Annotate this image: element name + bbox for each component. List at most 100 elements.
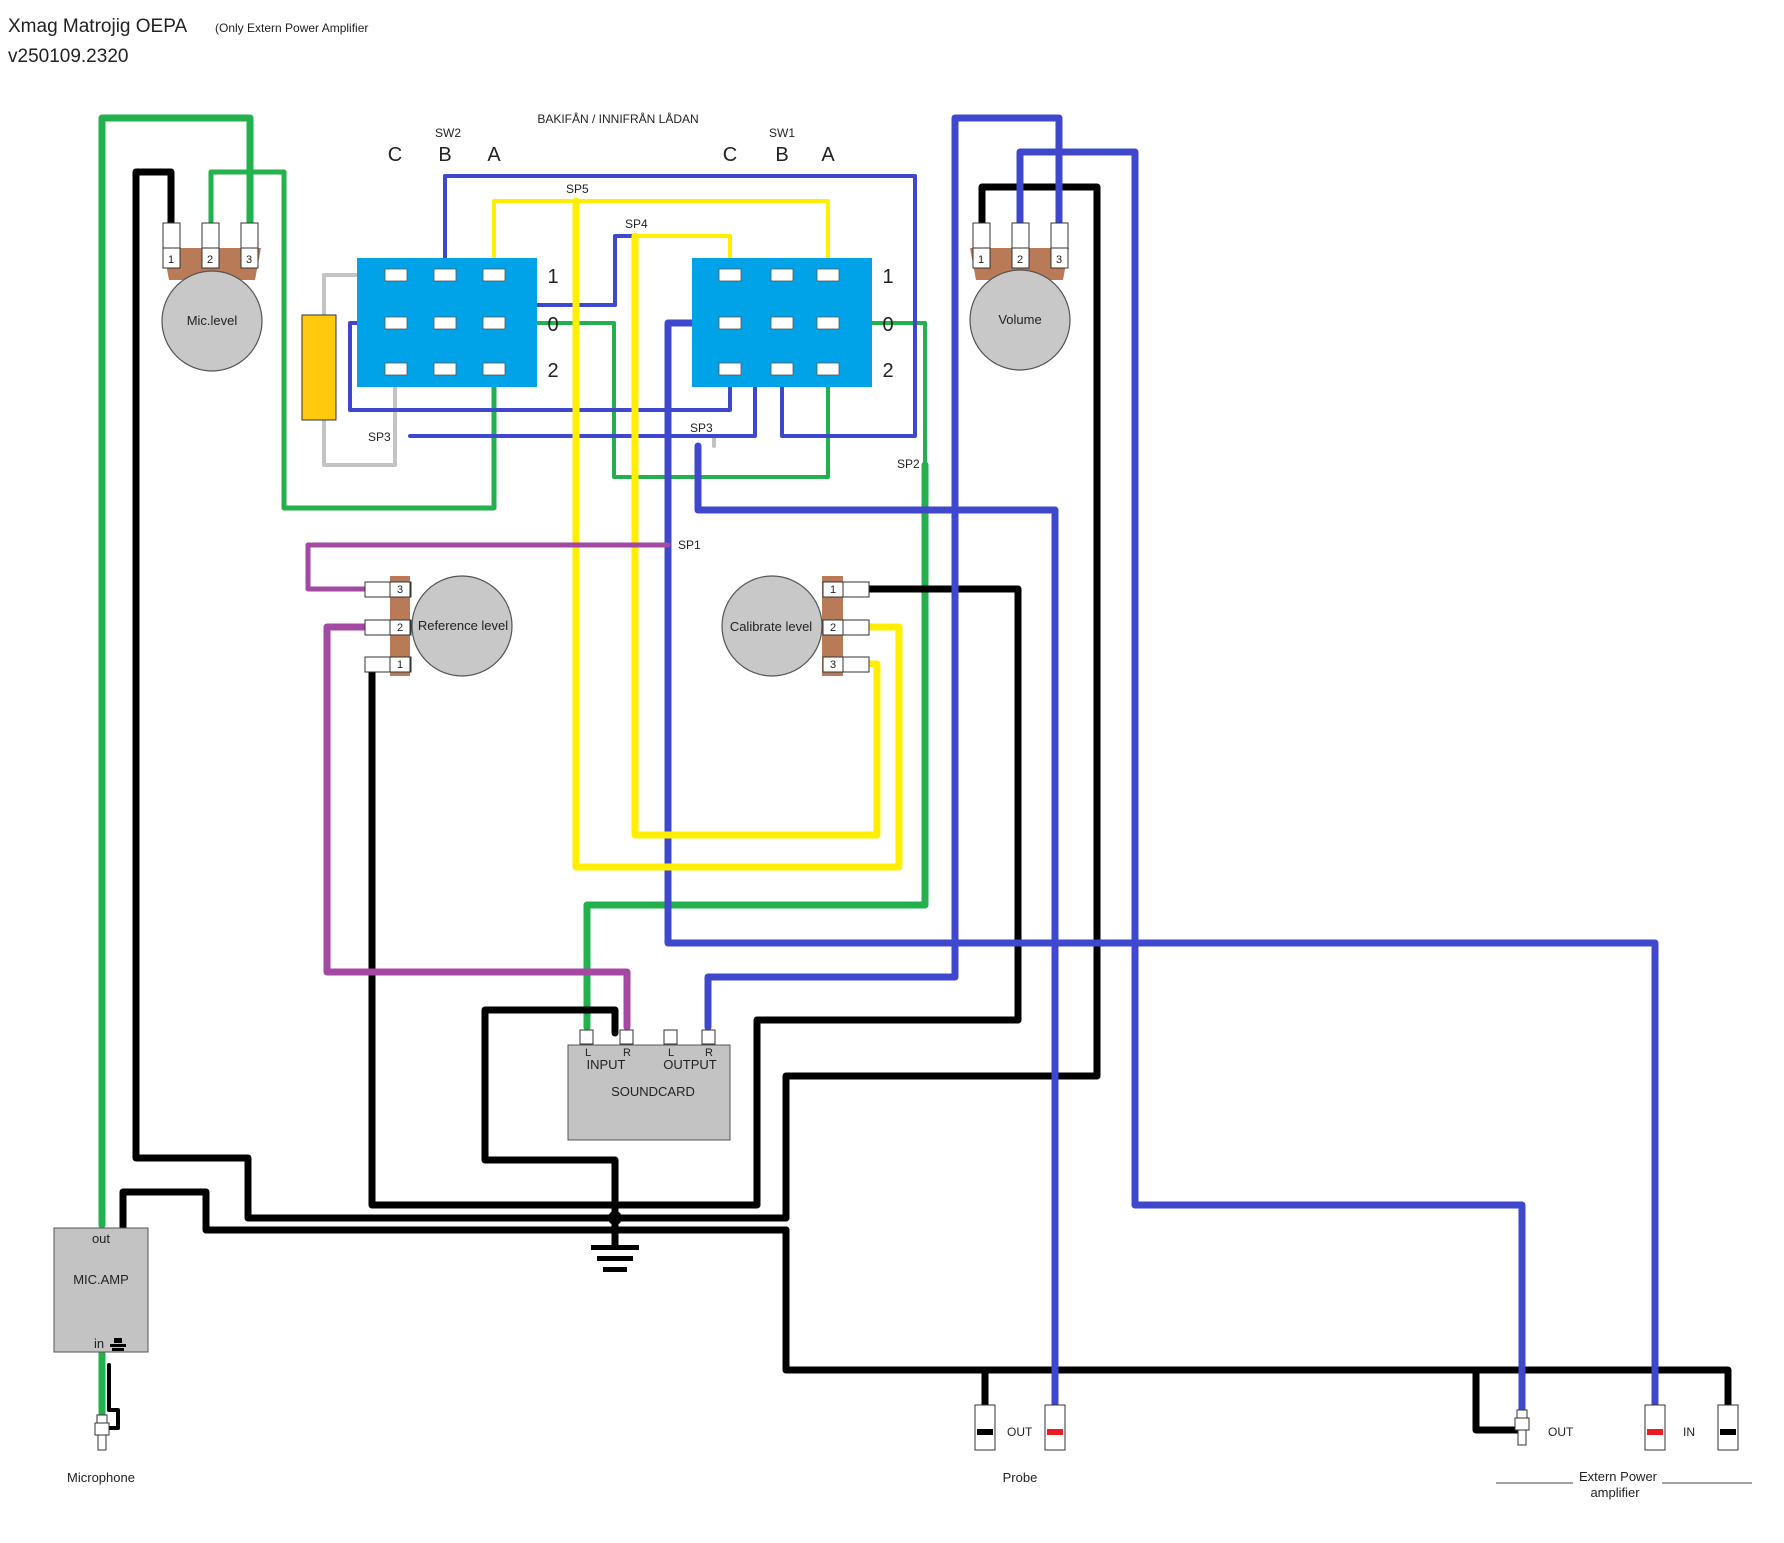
blue-wire-sw1-c0-sp1: [664, 319, 1659, 1414]
splice-sp3-right: SP3: [690, 421, 713, 435]
panel-caption: BAKIFÅN / INNIFRÅN LÅDAN: [537, 111, 698, 126]
svg-text:3: 3: [1056, 254, 1062, 266]
svg-text:1: 1: [830, 584, 836, 596]
sw1-pos-0: 0: [882, 314, 893, 336]
soundcard-body: [567, 1044, 731, 1141]
green-wire-sp2-input: [583, 461, 929, 1031]
svg-text:1: 1: [168, 254, 174, 266]
diagram-subtitle: (Only Extern Power Amplifier: [215, 21, 368, 35]
svg-text:2: 2: [397, 622, 403, 634]
svg-text:L: L: [668, 1047, 674, 1059]
pot-volume-label: Volume: [998, 312, 1041, 327]
mic-amp-name: MIC.AMP: [73, 1272, 129, 1287]
amp-in-label: IN: [1683, 1425, 1695, 1439]
svg-text:L: L: [585, 1047, 591, 1059]
sw2-pos-1: 1: [547, 266, 558, 288]
soundcard-name: SOUNDCARD: [611, 1084, 695, 1099]
blue-wire-volume-3: [704, 114, 1063, 1031]
black-wire-reference-gnd: [368, 660, 619, 1209]
amp-out-label: OUT: [1548, 1425, 1574, 1439]
pot-reference-level-label: Reference level: [418, 618, 508, 633]
pot-calibrate-level: 1 2 3 Calibrate level: [721, 575, 870, 677]
probe-out-label: OUT: [1007, 1425, 1033, 1439]
black-wire-connector-gnd: [782, 1226, 1732, 1409]
purple-wire-sp1-reference: [305, 542, 671, 592]
pot-mic-level-label: Mic.level: [187, 313, 238, 328]
sw1-pos-2: 2: [882, 360, 893, 382]
black-wire-micamp-gnd: [119, 1188, 790, 1234]
svg-text:2: 2: [1017, 254, 1023, 266]
capacitor: [301, 314, 337, 421]
pot-reference-level-knob: [411, 575, 513, 677]
splice-sp2: SP2: [897, 457, 920, 471]
sw2-pole-c: C: [388, 144, 402, 166]
pot-mic-level: 1 2 3 Mic.level: [161, 222, 263, 372]
amp-out-jack-icon: [1514, 1409, 1530, 1446]
pot-reference-level: 3 2 1 Reference level: [364, 575, 513, 677]
svg-text:2: 2: [207, 254, 213, 266]
pot-calibrate-level-knob: [721, 575, 823, 677]
splice-points: SP5 SP4 SP3 SP3 SP2 SP1: [368, 182, 920, 552]
svg-text:2: 2: [830, 622, 836, 634]
sw1-pole-a: A: [821, 144, 835, 166]
diagram-title: Xmag Matrojig OEPA: [8, 16, 187, 37]
switch-sw2: C B A 1 0 2: [357, 144, 559, 387]
probe-black-plug: [974, 1404, 996, 1451]
sw1-pos-1: 1: [882, 266, 893, 288]
soundcard-input-label: INPUT: [587, 1057, 626, 1072]
mic-amp-in-label: in: [94, 1336, 104, 1351]
yellow-wire-sp5-calibrate: [572, 197, 903, 871]
sw2-label: SW2: [435, 126, 461, 140]
amp-in-black-plug: [1717, 1404, 1739, 1451]
diagram-version: v250109.2320: [8, 46, 128, 67]
probe-connector: OUT: [974, 1404, 1066, 1451]
splice-sp4: SP4: [625, 217, 648, 231]
mic-amp: out MIC.AMP in: [53, 1227, 149, 1353]
pot-volume: 1 2 3 Volume: [969, 222, 1071, 371]
svg-text:3: 3: [246, 254, 252, 266]
ground-icon: [591, 1205, 639, 1272]
black-wire-soundcard-gnd: [481, 1006, 619, 1222]
wires: [98, 114, 1732, 1434]
gray-wire-capacitor-bottom: [322, 368, 397, 467]
svg-text:3: 3: [830, 659, 836, 671]
blue-wire-sw-common: [443, 174, 917, 438]
sw2-pole-a: A: [487, 144, 501, 166]
amp-in-red-plug: [1644, 1404, 1666, 1451]
pot-calibrate-level-label: Calibrate level: [730, 619, 812, 634]
black-wire-calibrate-gnd: [611, 585, 1022, 1209]
amp-in-connector: IN: [1644, 1404, 1739, 1451]
yellow-wire-sw2-a1: [492, 199, 578, 277]
sw2-pos-2: 2: [547, 360, 558, 382]
amp-label-line1: Extern Power: [1579, 1469, 1658, 1484]
green-wire-mic-out: [98, 114, 254, 1229]
svg-text:R: R: [705, 1047, 713, 1059]
sw1-pole-c: C: [723, 144, 737, 166]
mic-amp-out-label: out: [92, 1231, 110, 1246]
svg-text:1: 1: [978, 254, 984, 266]
soundcard: L R L R INPUT OUTPUT SOUNDCARD: [567, 1029, 731, 1141]
mic-amp-body: [53, 1227, 149, 1353]
black-wire-micamp-jack: [102, 1363, 120, 1430]
purple-wire-reference-input: [323, 623, 631, 1031]
svg-text:1: 1: [397, 659, 403, 671]
sw2-pos-0: 0: [547, 314, 558, 336]
pot-mic-level-knob: [161, 270, 263, 372]
sw2-pole-b: B: [438, 144, 451, 166]
probe-label: Probe: [1003, 1470, 1038, 1485]
blue-wire-sp3-probe: [694, 442, 1059, 1414]
sw1-pole-b: B: [775, 144, 788, 166]
mic-amp-input-jack-icon: [110, 1338, 126, 1351]
soundcard-output-label: OUTPUT: [663, 1057, 717, 1072]
splice-sp1: SP1: [678, 538, 701, 552]
microphone-label: Microphone: [67, 1470, 135, 1485]
splice-sp5: SP5: [566, 182, 589, 196]
black-wire-mic-level-gnd: [132, 168, 619, 1222]
black-wire-amp-out-gnd: [1472, 1366, 1526, 1434]
green-wire-mic-level: [208, 169, 497, 511]
amp-label-line2: amplifier: [1590, 1485, 1640, 1500]
yellow-wire-sp5-sw1: [574, 199, 830, 277]
blue-wire-volume-2-amp-out: [1016, 148, 1526, 1414]
svg-text:R: R: [623, 1047, 631, 1059]
